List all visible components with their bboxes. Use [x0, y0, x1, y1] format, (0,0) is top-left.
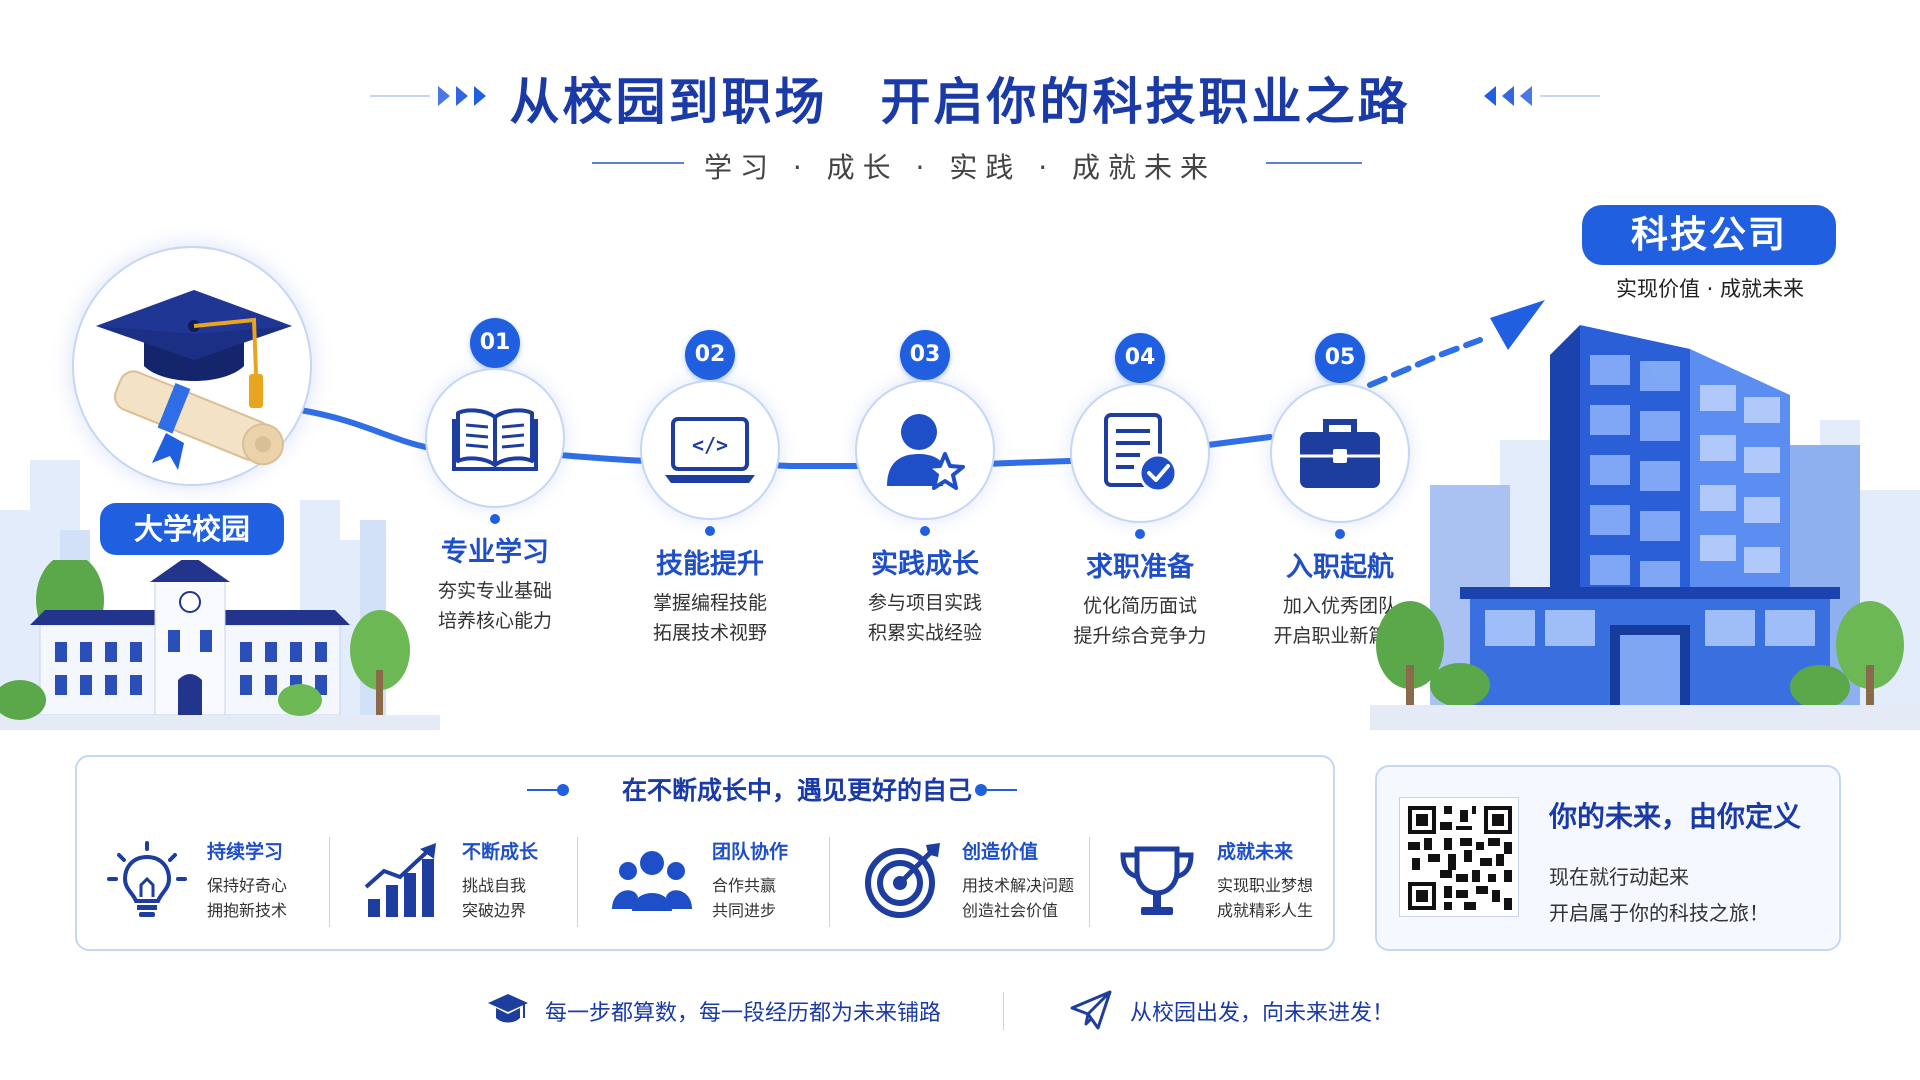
growth-divider [829, 837, 830, 927]
growth-heading: 在不断成长中，遇见更好的自己 [621, 776, 972, 805]
briefcase-icon [1300, 419, 1380, 488]
arrow-head-icon [1490, 300, 1545, 350]
footer-left-text: 每一步都算数，每一段经历都为未来铺路 [545, 1001, 942, 1026]
growth-panel: 在不断成长中，遇见更好的自己 持续学习 保持好奇心拥抱新技术 不断成长 挑战自我… [75, 755, 1335, 951]
growth-chart-icon [364, 843, 436, 917]
stage-description: 优化简历面试提升综合竞争力 [1073, 595, 1207, 647]
campus-building-illustration [0, 560, 440, 730]
stage-name: 技能提升 [656, 549, 764, 580]
qr-code[interactable] [1399, 797, 1519, 917]
stage-icon-circle [1270, 383, 1410, 523]
growth-heading-decor-right [981, 789, 1017, 791]
stage-number: 03 [900, 330, 950, 380]
graduation-cap-icon [96, 290, 292, 470]
stage-03: 03 实践成长 参与项目实践积累实战经验 [825, 330, 1025, 670]
stage-name: 入职起航 [1286, 552, 1394, 583]
stage-dot [1335, 529, 1345, 539]
stage-dot [920, 526, 930, 536]
stage-name: 专业学习 [441, 537, 549, 568]
code-monitor-icon: </> [665, 417, 755, 483]
stage-description: 参与项目实践积累实战经验 [867, 592, 982, 644]
stage-number: 01 [470, 318, 520, 368]
stage-04: 04 求职准备 优化简历面试提升综合竞争力 [1040, 333, 1240, 673]
stage-description: 加入优秀团队开启职业新篇章 [1273, 595, 1407, 647]
growth-item-teamwork: 团队协作 合作共赢共同进步 [612, 831, 842, 941]
title-arrows-right [1470, 76, 1600, 120]
svg-text:</>: </> [692, 433, 728, 457]
subtitle-line-left [592, 162, 684, 164]
stage-02: 02 </> 技能提升 掌握编程技能拓展技术视野 [610, 330, 810, 670]
growth-item-value: 创造价值 用技术解决问题创造社会价值 [862, 831, 1092, 941]
stage-icon-circle: </> [640, 380, 780, 520]
qr-code-icon [1408, 806, 1512, 910]
growth-item-future: 成就未来 实现职业梦想成就精彩人生 [1117, 831, 1347, 941]
growth-item-desc: 用技术解决问题创造社会价值 [962, 876, 1075, 920]
company-subtitle: 实现价值 · 成就未来 [1615, 277, 1805, 301]
growth-item-desc: 保持好奇心拥抱新技术 [207, 876, 288, 920]
stage-dot [705, 526, 715, 536]
growth-item-growing: 不断成长 挑战自我突破边界 [362, 831, 592, 941]
future-line-2: 开启属于你的科技之旅！ [1549, 901, 1769, 925]
team-icon [612, 851, 692, 911]
growth-item-desc: 挑战自我突破边界 [462, 876, 527, 920]
growth-item-desc: 合作共赢共同进步 [712, 876, 777, 920]
subtitle-line-right [1266, 162, 1362, 164]
graduation-badge [72, 246, 312, 486]
stage-number: 05 [1315, 333, 1365, 383]
stage-description: 掌握编程技能拓展技术视野 [652, 592, 767, 644]
stage-icon-circle [425, 368, 565, 508]
paper-plane-icon [1070, 990, 1112, 1030]
growth-item-title: 不断成长 [462, 841, 539, 863]
stage-number: 04 [1115, 333, 1165, 383]
office-tower-illustration [1370, 325, 1920, 730]
stage-number: 02 [685, 330, 735, 380]
footer-divider [1003, 992, 1004, 1030]
growth-heading-dot-left [557, 784, 569, 796]
growth-divider [577, 837, 578, 927]
title-arrows-left [370, 76, 500, 120]
stage-description: 夯实专业基础培养核心能力 [437, 580, 552, 632]
growth-divider [1089, 837, 1090, 927]
future-panel: 你的未来，由你定义 现在就行动起来 开启属于你的科技之旅！ [1375, 765, 1841, 951]
future-title: 你的未来，由你定义 [1549, 800, 1802, 833]
growth-heading-decor-left [527, 789, 563, 791]
future-line-1: 现在就行动起来 [1549, 865, 1689, 889]
trophy-icon [1120, 846, 1194, 915]
stage-icon-circle [855, 380, 995, 520]
resume-check-icon [1104, 413, 1178, 493]
stage-dot [1135, 529, 1145, 539]
user-star-icon [887, 414, 965, 490]
stage-01: 01 专业学习 夯实专业基础培养核心能力 [395, 318, 595, 658]
page-subtitle: 学习 · 成长 · 实践 · 成就未来 [703, 151, 1217, 184]
stage-icon-circle [1070, 383, 1210, 523]
growth-item-desc: 实现职业梦想成就精彩人生 [1217, 876, 1314, 920]
footer-right-text: 从校园出发，向未来进发！ [1130, 1001, 1395, 1026]
growth-item-learning: 持续学习 保持好奇心拥抱新技术 [107, 831, 337, 941]
campus-label: 大学校园 [100, 503, 284, 555]
stage-dot [490, 514, 500, 524]
graduation-cap-small-icon [488, 994, 528, 1023]
stage-name: 求职准备 [1086, 552, 1194, 583]
growth-item-title: 成就未来 [1217, 841, 1294, 863]
company-label: 科技公司 [1582, 205, 1836, 265]
stage-05: 05 入职起航 加入优秀团队开启职业新篇章 [1240, 333, 1440, 673]
target-icon [865, 843, 940, 918]
book-icon [452, 408, 538, 471]
page-title: 从校园到职场 开启你的科技职业之路 [509, 73, 1411, 131]
growth-item-title: 团队协作 [712, 841, 789, 863]
lightbulb-icon [107, 841, 187, 917]
growth-item-title: 创造价值 [962, 841, 1039, 863]
growth-item-title: 持续学习 [207, 841, 284, 863]
stage-name: 实践成长 [871, 549, 979, 580]
growth-divider [329, 837, 330, 927]
